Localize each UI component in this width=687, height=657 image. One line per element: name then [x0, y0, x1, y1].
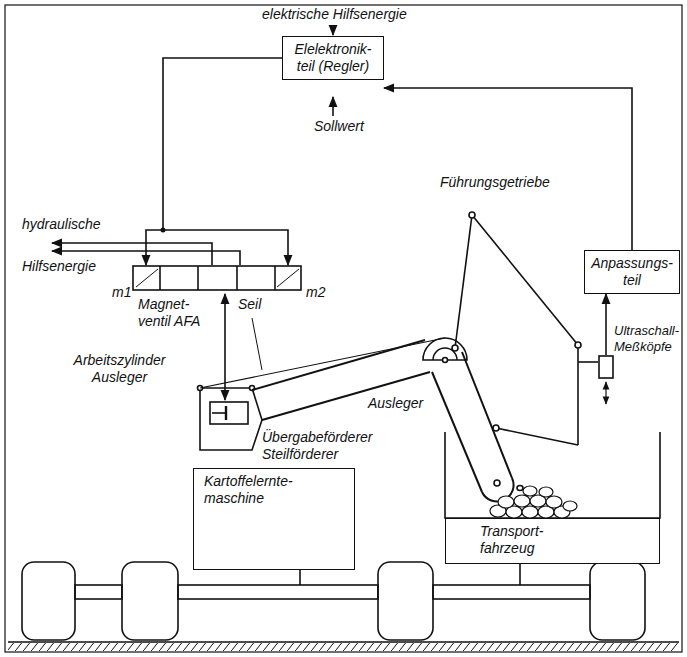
node-text: Elelektronik- teil (Regler): [288, 41, 378, 75]
connector: [606, 294, 607, 355]
node-text: Kartoffelernte- maschine: [204, 473, 319, 507]
solenoid-label: m1: [112, 284, 131, 301]
connector: [384, 88, 632, 250]
signal-line: [146, 58, 282, 265]
vehicle-box: Transport- fahrzeug: [445, 518, 660, 564]
node-text: Anpassungs- teil: [590, 255, 674, 289]
power-input-label: elektrische Hilfsenergie: [262, 6, 407, 23]
solenoid-label: m2: [306, 284, 325, 301]
node-text: Transport- fahrzeug: [480, 523, 595, 557]
signal-line: [163, 230, 288, 265]
junction-dot: [161, 228, 166, 233]
sensor-symbol: [598, 355, 614, 379]
boom-label: Ausleger: [368, 395, 423, 412]
conveyor-label: Übergabeförderer Steilförderer: [262, 429, 397, 463]
controller-box: Elelektronik- teil (Regler): [282, 36, 384, 80]
adapter-box: Anpassungs- teil: [584, 250, 680, 294]
node-text: Magnet- ventil AFA: [138, 296, 218, 330]
connector: [146, 58, 288, 265]
rope-label: Seil: [238, 296, 261, 313]
signal-line: [605, 294, 607, 355]
hydraulic-power-label: hydraulische Hilfsenergie: [22, 203, 117, 287]
harvester-box: Kartoffelernte- maschine: [193, 468, 355, 570]
valve-symbol: [132, 265, 302, 291]
node-text: Ultraschall- Meßköpfe: [614, 323, 684, 355]
cylinder-label: Arbeitszylinder Ausleger: [52, 352, 187, 386]
ultrasonic-head: Ultraschall- Meßköpfe: [598, 355, 614, 379]
setpoint-label: Sollwert: [314, 118, 364, 135]
signal-line: [384, 88, 632, 250]
linkage-label: Führungsgetriebe: [440, 174, 550, 191]
solenoid-valve: Magnet- ventil AFA: [132, 265, 302, 291]
